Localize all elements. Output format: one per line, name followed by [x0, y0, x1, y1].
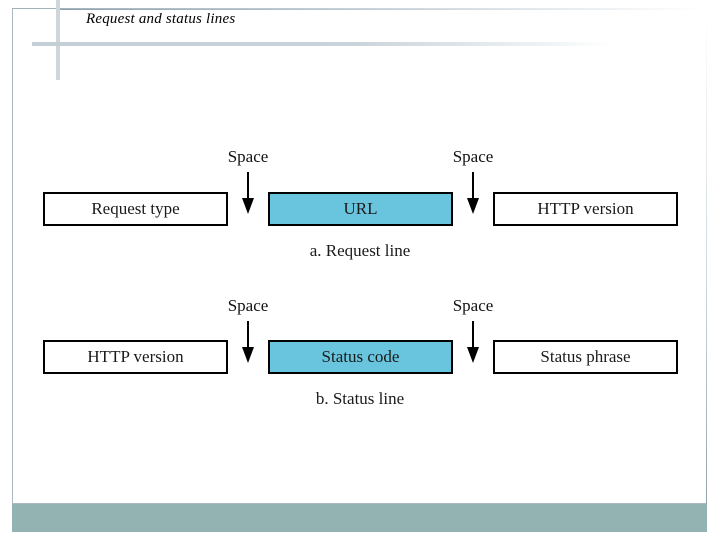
title-horizontal-rule — [32, 42, 610, 46]
caption-status-line: b. Status line — [315, 389, 405, 408]
title-vertical-accent — [56, 0, 60, 80]
down-arrow-icon-status-1 — [240, 321, 256, 363]
field-box-http-version-status[interactable]: HTTP version — [43, 340, 228, 374]
caption-request-line: a. Request line — [309, 241, 411, 260]
space-label-request-2: Space — [452, 147, 494, 166]
field-box-request-type[interactable]: Request type — [43, 192, 228, 226]
field-box-url[interactable]: URL — [268, 192, 453, 226]
field-box-status-code[interactable]: Status code — [268, 340, 453, 374]
slide-title: Request and status lines — [86, 11, 236, 27]
down-arrow-icon-status-2 — [465, 321, 481, 363]
space-label-status-2: Space — [452, 296, 494, 315]
slide-bottom-band — [12, 504, 707, 532]
down-arrow-icon-request-1 — [240, 172, 256, 214]
field-box-status-phrase[interactable]: Status phrase — [493, 340, 678, 374]
slide-frame-right-edge — [706, 8, 707, 504]
slide-frame-top-edge — [12, 8, 707, 9]
title-top-rule — [58, 9, 707, 10]
field-box-http-version-request[interactable]: HTTP version — [493, 192, 678, 226]
space-label-status-1: Space — [227, 296, 269, 315]
space-label-request-1: Space — [227, 147, 269, 166]
slide-frame-border — [12, 8, 707, 504]
down-arrow-icon-request-2 — [465, 172, 481, 214]
